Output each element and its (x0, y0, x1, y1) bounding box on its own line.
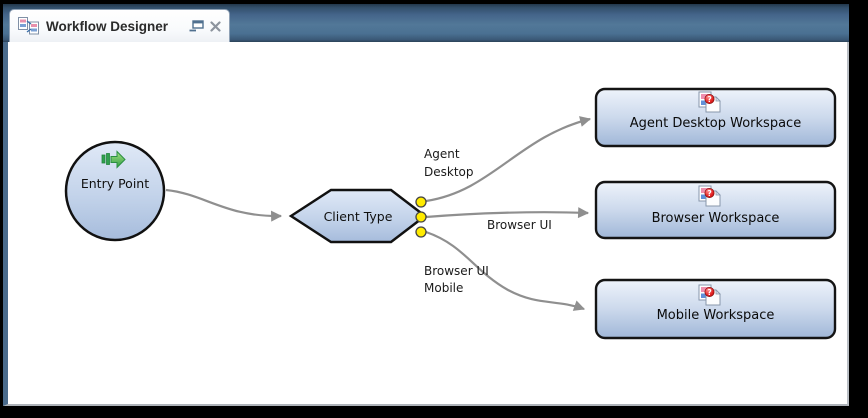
entry-point-label: Entry Point (80, 176, 150, 191)
port-browser-ui-mobile[interactable] (415, 226, 427, 238)
restore-view-icon[interactable] (189, 20, 204, 32)
workflow-designer-icon (18, 17, 40, 35)
connector-browser-ui-mobile[interactable] (425, 230, 586, 311)
browser-workspace-label: Browser Workspace (651, 211, 780, 226)
node-entry-point[interactable] (64, 140, 166, 242)
tab-title: Workflow Designer (46, 18, 169, 34)
node-agent-desktop-workspace[interactable] (594, 87, 837, 148)
connector-browser-ui[interactable] (425, 207, 590, 219)
close-tab-icon[interactable] (210, 20, 221, 32)
connector-agent-desktop[interactable] (425, 116, 592, 203)
tab-workflow-designer[interactable]: Workflow Designer (9, 9, 230, 42)
connector-entry-to-client-type[interactable] (165, 188, 283, 222)
port-agent-desktop[interactable] (415, 196, 427, 208)
node-mobile-workspace[interactable] (594, 278, 837, 340)
client-type-label: Client Type (323, 209, 393, 224)
entry-point-icon (101, 150, 126, 169)
edge-label-agent-desktop[interactable]: Agent Desktop (424, 147, 474, 179)
port-browser-ui[interactable] (415, 211, 427, 223)
edge-label-browser-ui[interactable]: Browser UI (487, 218, 552, 232)
node-browser-workspace[interactable] (594, 180, 837, 240)
mobile-workspace-label: Mobile Workspace (656, 308, 775, 323)
agent-desktop-workspace-label: Agent Desktop Workspace (629, 116, 802, 131)
edge-label-browser-ui-mobile[interactable]: Browser UI Mobile (424, 264, 489, 295)
